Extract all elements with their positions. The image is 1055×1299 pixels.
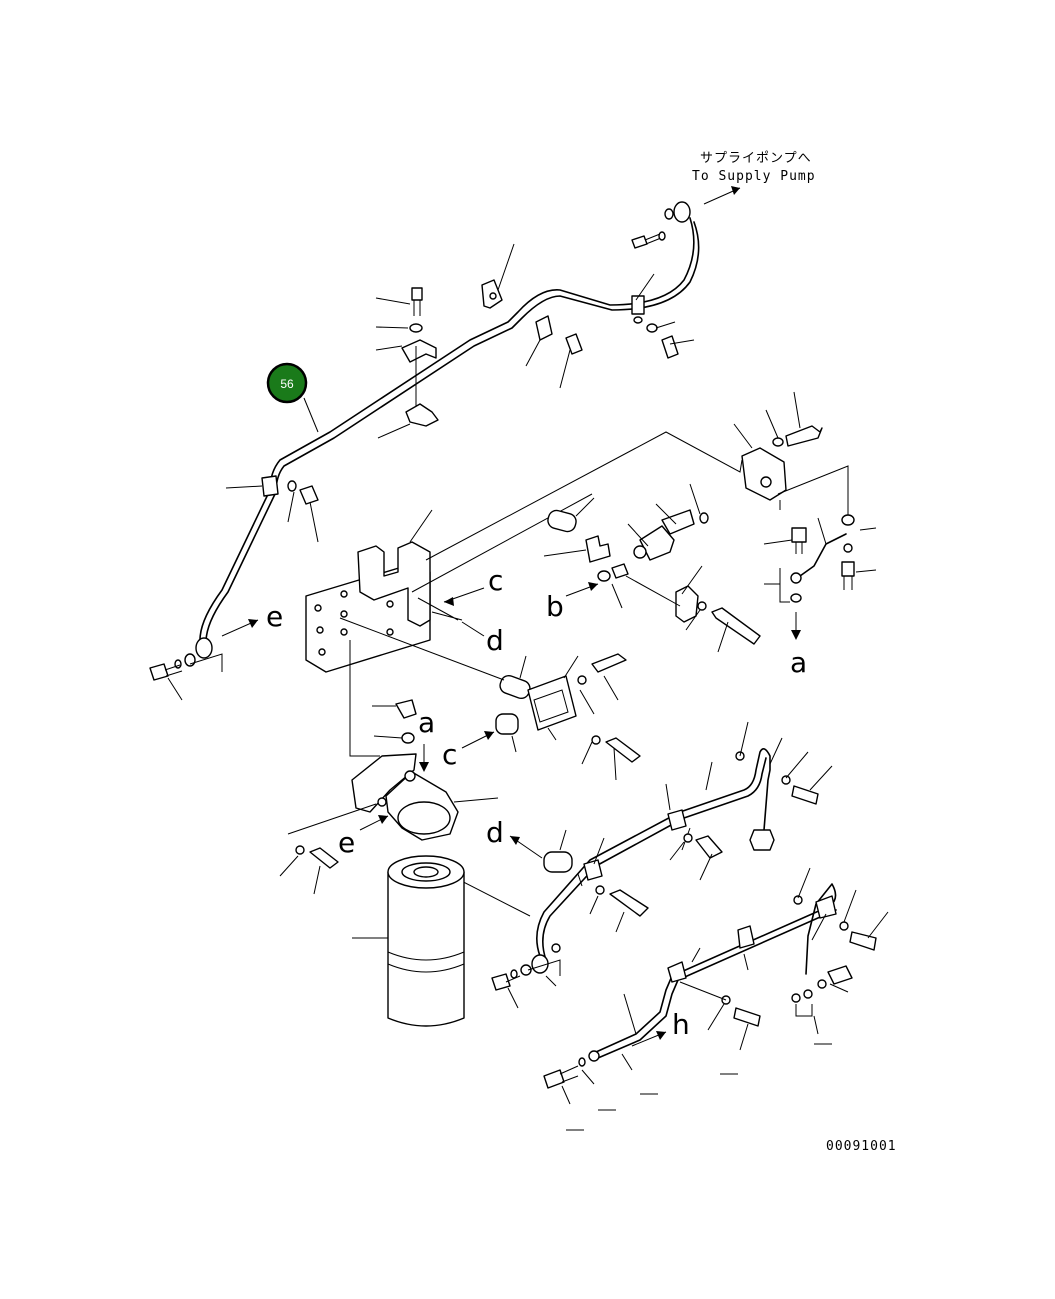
bolt-right-small [791, 527, 807, 543]
destination-note-jp: サプライポンプへ [700, 151, 812, 166]
view-letter-e-left: e [266, 600, 283, 633]
callout-badge-number: 56 [280, 377, 294, 391]
view-letter-d-lower: d [486, 816, 504, 849]
bolt-right-upper [661, 335, 679, 359]
bolt-lower-left [609, 889, 649, 917]
bolt-filter-head [309, 847, 339, 869]
view-letter-c-lower: c [442, 738, 457, 771]
bracket-bottom [405, 403, 439, 427]
pipe-clamp-mid [667, 809, 687, 831]
bolt-lower-mid2 [695, 835, 723, 859]
pipe-clamp-bottom [667, 961, 687, 983]
fuel-sensor [639, 525, 675, 561]
gasket-plate [527, 675, 577, 731]
view-letter-h: h [672, 1008, 690, 1041]
bolt-bottom-far-left [543, 1069, 565, 1089]
bolt-bottom-right [849, 931, 877, 951]
pipe-clamp-bottom-2 [737, 925, 755, 949]
callout-badge[interactable]: 56 [266, 362, 308, 404]
bolt-upper-right [631, 233, 662, 249]
view-letter-a-right: a [790, 646, 807, 679]
spacer-upper [547, 509, 577, 533]
filter-head-bracket [351, 753, 417, 813]
pipe-clamp [631, 295, 645, 315]
bolt-left-lower [149, 663, 169, 681]
clip-lower [535, 315, 553, 341]
lower-fuel-pipe [536, 748, 771, 957]
long-bolt [711, 607, 761, 645]
hex-nut [749, 829, 775, 851]
bolt-left-upper [299, 485, 319, 505]
view-letter-e-center: e [338, 826, 355, 859]
bracket-top [401, 339, 437, 363]
view-letter-c-upper: c [488, 564, 503, 597]
elbow-fitting-left [195, 637, 213, 659]
bolt-gasket [591, 653, 627, 673]
view-letter-a-center: a [418, 706, 435, 739]
bolt-center-2 [565, 333, 583, 355]
bolt-lower-mid [605, 737, 641, 763]
spacer-lower [495, 713, 519, 735]
bolt-bottom-right-2 [827, 965, 853, 985]
pipe-clamp-left [261, 475, 279, 497]
spacer-bottom [543, 851, 573, 873]
view-letter-b: b [546, 590, 564, 623]
washer [409, 323, 423, 333]
spacer-middle [499, 674, 531, 700]
bolt-center-1 [411, 287, 423, 316]
bolt-bottom-left [491, 973, 511, 991]
upper-fuel-pipe [199, 217, 695, 641]
return-pipe [595, 883, 837, 1053]
banjo-fitting [673, 201, 691, 223]
filter-head-plug [395, 699, 417, 719]
destination-note-en: To Supply Pump [692, 169, 816, 184]
pipe-clamp-mid2 [583, 859, 603, 881]
drawing-number: 00091001 [826, 1139, 897, 1154]
bracket-angle [675, 585, 699, 623]
connector-block [741, 447, 787, 501]
mounting-bracket [357, 541, 431, 627]
bolt-block [785, 425, 823, 447]
pipe-clamp-bottom-3 [815, 895, 837, 919]
fuel-filter-cartridge [387, 855, 465, 1027]
bolt-lower-right [791, 785, 819, 805]
bolt-bottom-mid [733, 1007, 761, 1027]
bracket-right-middle [585, 535, 611, 563]
small-pipe-right [799, 533, 847, 577]
view-letter-d-upper: d [486, 624, 504, 657]
